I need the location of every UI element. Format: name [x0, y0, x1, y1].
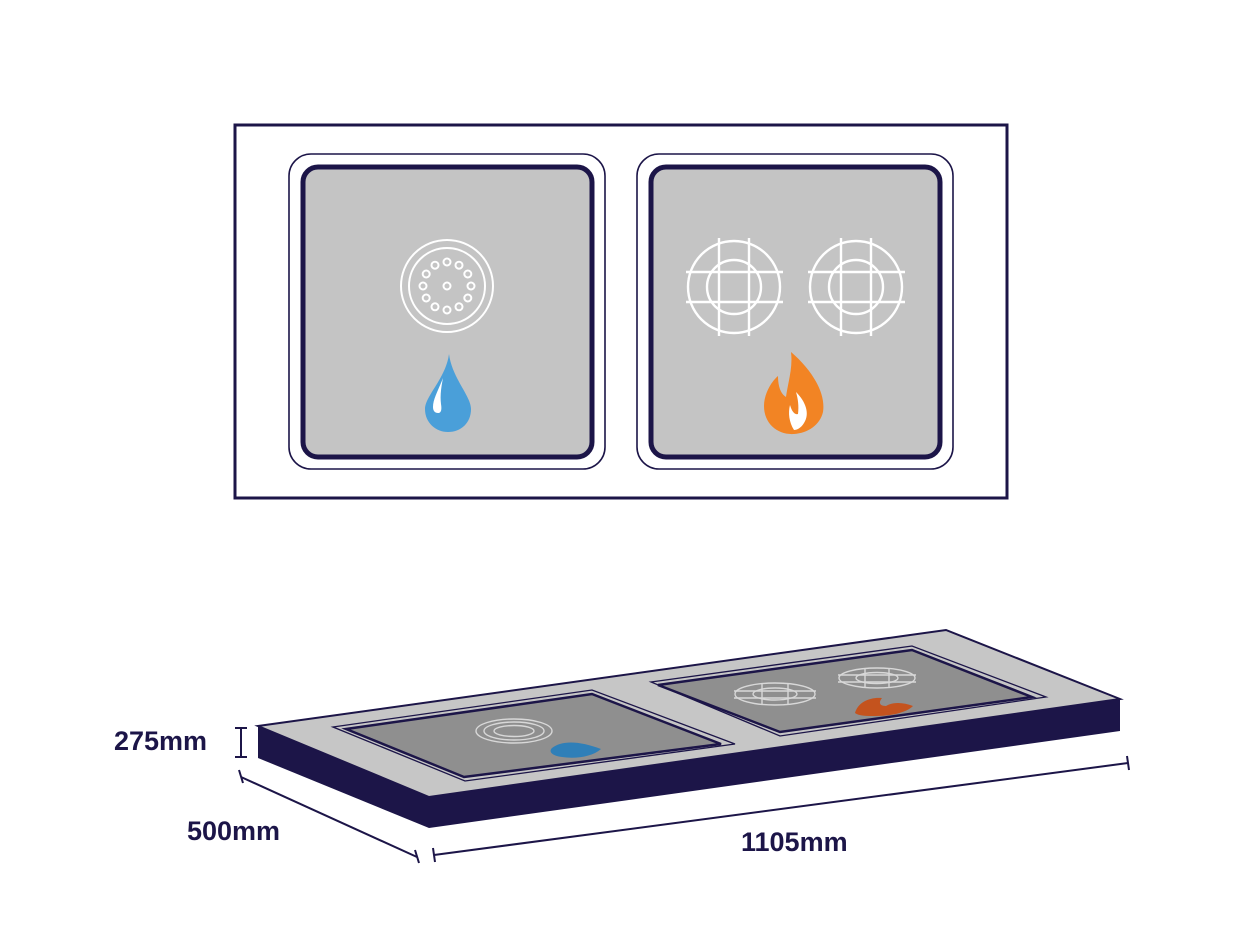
iso-left-well-basin — [341, 692, 722, 779]
drain-hole — [454, 260, 464, 270]
dimension-height-label: 275mm — [114, 726, 207, 756]
dimension-width-label: 1105mm — [741, 827, 848, 857]
drain-hole — [463, 269, 473, 279]
iso-drain-icon — [475, 718, 553, 744]
isometric-view — [254, 628, 1124, 828]
iso-flame-icon — [855, 697, 913, 716]
burner-grate-icon — [808, 238, 905, 336]
drain-hole — [442, 305, 452, 315]
water-drop-icon — [425, 354, 471, 432]
drain-hole — [466, 281, 476, 291]
dimension-width — [432, 755, 1130, 863]
iso-water-drop-icon — [550, 742, 601, 758]
drain-hole — [418, 281, 428, 291]
drain-icon — [400, 239, 494, 333]
drain-hole — [430, 260, 440, 270]
drain-hole — [442, 257, 452, 267]
burner-grate-icon — [686, 238, 783, 336]
iso-burner-grate-icon — [838, 667, 916, 689]
dimension-depth-label: 500mm — [187, 816, 280, 846]
dimension-depth — [238, 769, 420, 864]
drain-hole — [463, 293, 473, 303]
drain-hole — [421, 269, 431, 279]
top-view — [233, 123, 1009, 500]
left-well-basin — [300, 164, 595, 460]
drain-hole — [430, 302, 440, 312]
drain-hole — [421, 293, 431, 303]
drain-hole — [454, 302, 464, 312]
iso-front-face — [258, 726, 429, 828]
iso-right-well-basin — [657, 648, 1037, 734]
iso-side-face — [429, 699, 1120, 828]
iso-burner-grate-icon — [734, 682, 816, 706]
left-well — [288, 153, 606, 470]
dimension-height — [235, 727, 247, 758]
flame-icon — [764, 352, 824, 435]
right-well — [636, 153, 954, 470]
right-well-basin — [648, 164, 943, 460]
